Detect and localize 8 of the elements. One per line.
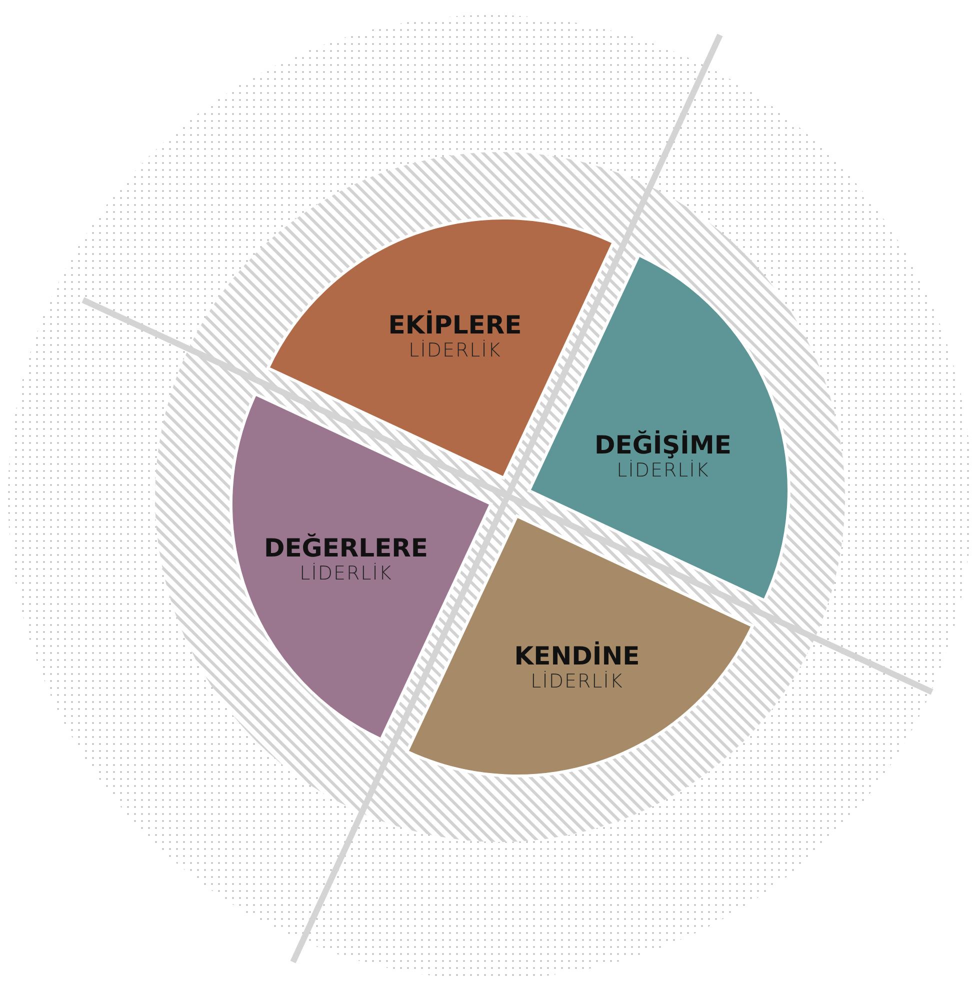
- sector-subtitle: LİDERLİK: [408, 340, 502, 362]
- sector-title: EKİPLERE: [388, 312, 522, 340]
- sector-title: KENDİNE: [514, 642, 640, 671]
- sector-subtitle: LİDERLİK: [616, 460, 710, 482]
- sector-title: DEĞERLERE: [264, 534, 428, 563]
- sector-subtitle: LİDERLİK: [530, 671, 624, 694]
- sector-title: DEĞİŞİME: [594, 432, 732, 460]
- sector-subtitle: LİDERLİK: [300, 563, 392, 586]
